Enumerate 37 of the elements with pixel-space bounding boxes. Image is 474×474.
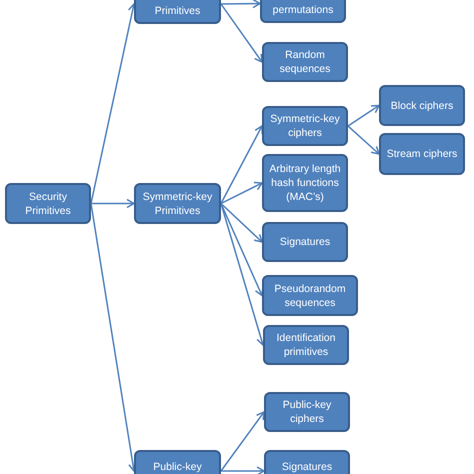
process-box: [264, 392, 350, 432]
box-label: Block ciphers: [390, 98, 454, 112]
arrow: [220, 125, 263, 204]
box-label: permutations: [272, 3, 334, 17]
arrow: [220, 182, 263, 204]
arrow: [221, 466, 265, 474]
arrow: [220, 411, 265, 472]
process-box: [134, 183, 221, 224]
process-box: [5, 183, 91, 224]
process-box: [262, 42, 348, 82]
box-label: Signatures: [280, 235, 330, 249]
process-box: [262, 106, 348, 146]
box-label: Security Primitives: [24, 190, 72, 218]
box-label: Pseudorandom sequences: [273, 282, 347, 310]
process-box: [262, 275, 358, 316]
box-label: Arbitrary length hash functions (MAC’s): [268, 162, 342, 204]
box-label: Random sequences: [278, 48, 332, 76]
box-label: Signatures: [282, 460, 332, 474]
arrow: [220, 202, 263, 243]
box-label: Symmetric-key ciphers: [269, 112, 341, 140]
box-label: Primitives: [154, 4, 200, 18]
process-box: [379, 133, 465, 175]
process-box: [263, 325, 349, 365]
arrow: [348, 125, 380, 155]
box-label: Public-key: [153, 460, 202, 474]
arrow: [220, 203, 264, 296]
arrow: [91, 198, 135, 208]
box-label: Stream ciphers: [386, 147, 458, 161]
process-box: [262, 154, 348, 212]
box-label: Identification primitives: [276, 331, 336, 359]
arrow: [220, 0, 261, 8]
box-label: Symmetric-key Primitives: [142, 190, 214, 218]
arrow: [220, 4, 263, 63]
box-label: Public-key ciphers: [282, 398, 332, 426]
process-box: [379, 85, 465, 126]
arrow: [348, 104, 380, 127]
process-box: [262, 222, 348, 262]
